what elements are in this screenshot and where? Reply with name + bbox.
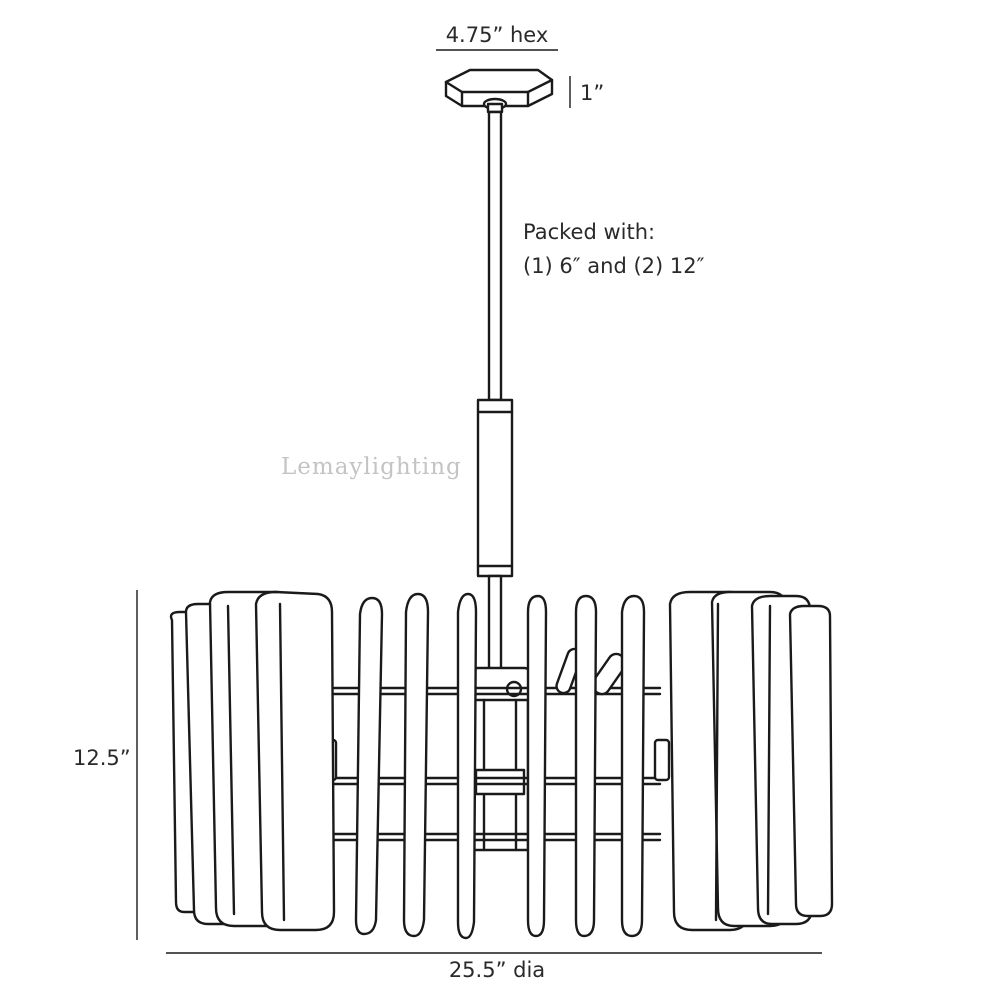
packed-note-line1: Packed with: [523, 220, 655, 244]
canopy-width-dimension: 4.75” hex [436, 23, 558, 51]
height-dimension: 12.5” [73, 590, 138, 940]
diameter-dimension-label: 25.5” dia [449, 958, 545, 982]
glass-slats [169, 590, 834, 940]
canopy-height-label: 1” [580, 81, 604, 105]
central-frame [281, 647, 718, 852]
packed-note: Packed with: (1) 6″ and (2) 12″ [523, 220, 705, 278]
packed-note-line2: (1) 6″ and (2) 12″ [523, 254, 705, 278]
watermark-text: Lemaylighting [281, 454, 462, 480]
canopy-height-dimension: 1” [569, 76, 604, 108]
diameter-dimension: 25.5” dia [166, 952, 822, 982]
canopy-width-label: 4.75” hex [446, 23, 549, 47]
height-dimension-label: 12.5” [73, 746, 131, 770]
downrod [476, 110, 514, 698]
canopy [444, 68, 554, 114]
